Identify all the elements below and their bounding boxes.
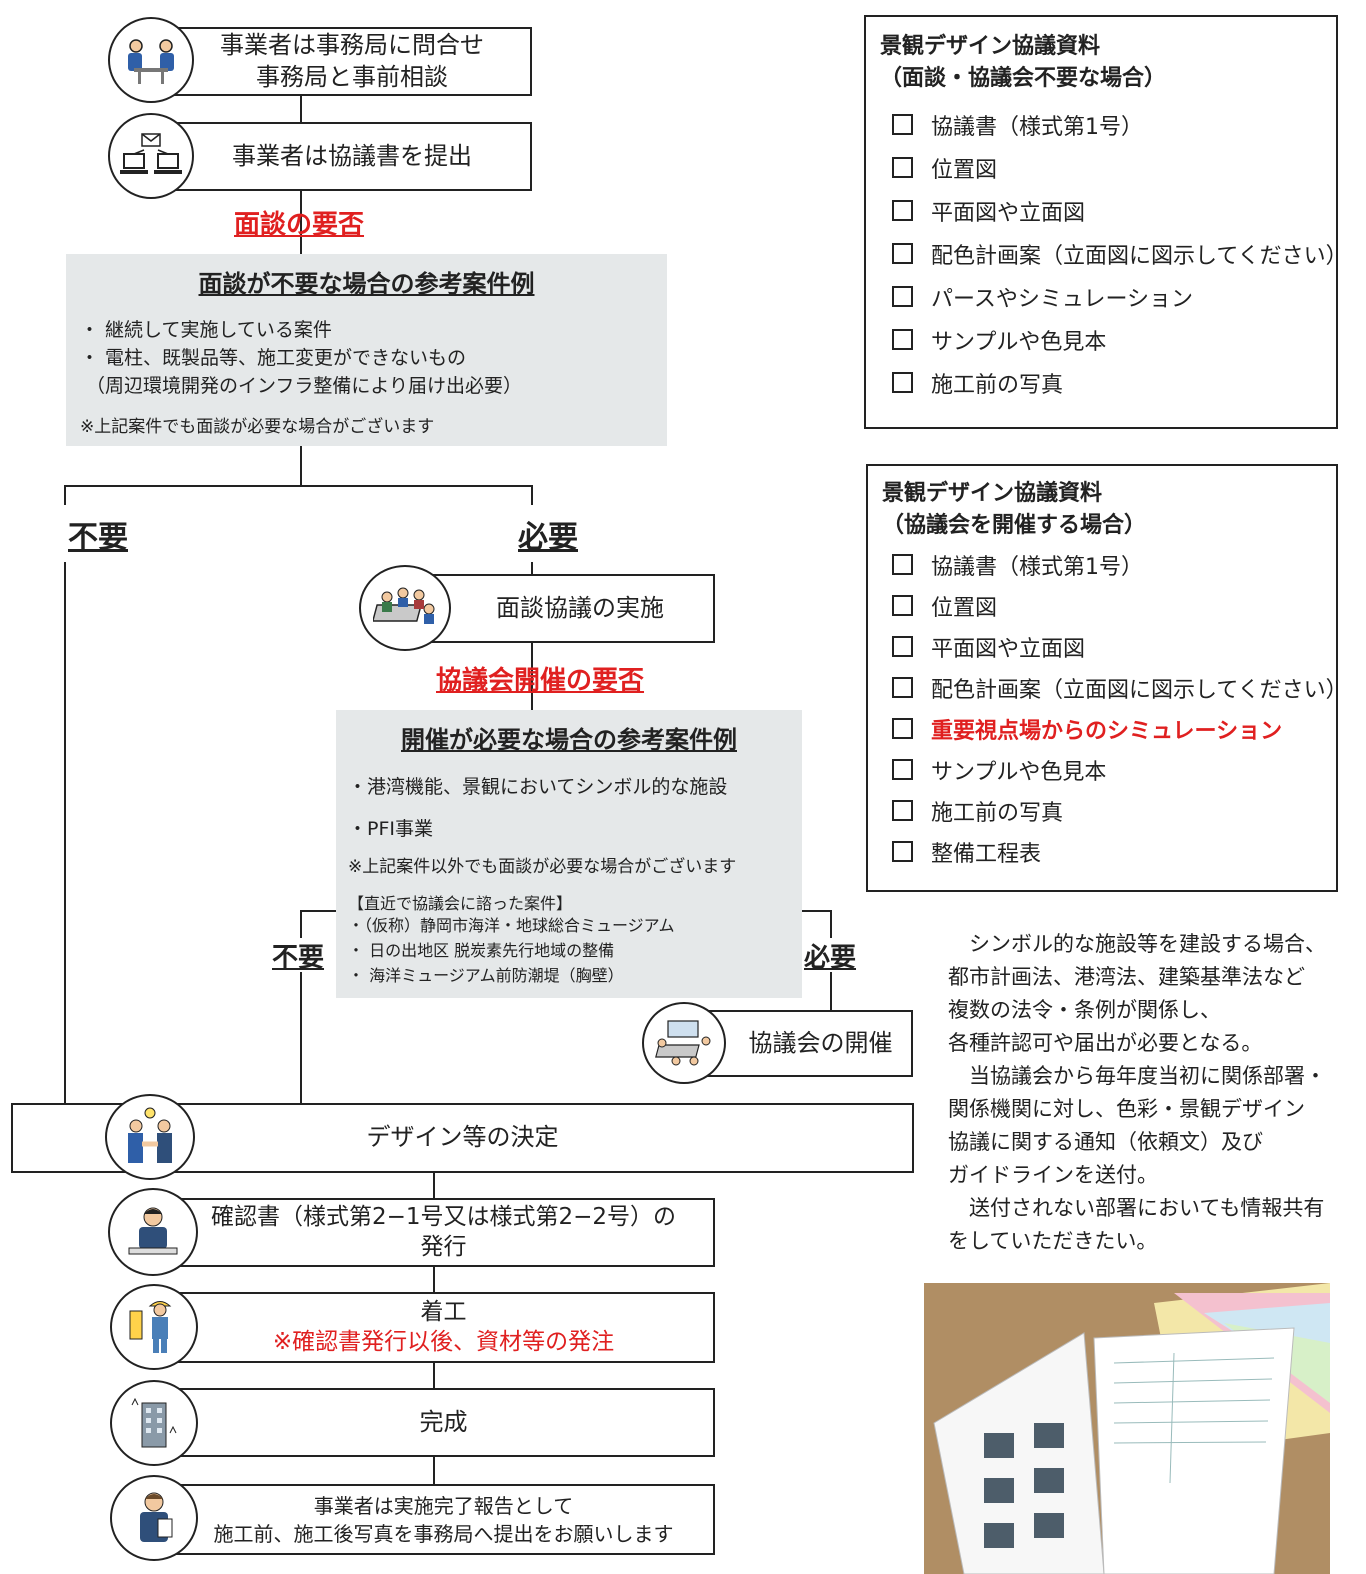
step-report-box: 事業者は実施完了報告として 施工前、施工後写真を事務局へ提出をお願いします: [172, 1484, 715, 1555]
step-submit-box: 事業者は協議書を提出: [172, 122, 532, 191]
council-examples-panel: 開催が必要な場合の参考案件例 ・港湾機能、景観においてシンボル的な施設 ・PFI…: [336, 710, 802, 998]
step-completion-label: 完成: [419, 1407, 468, 1436]
checkbox-icon: [892, 200, 913, 221]
recent-case-item: ・ 海洋ミュージアム前防潮堤（胸壁）: [348, 966, 624, 985]
interview-necessity-heading: 面談の要否: [234, 210, 365, 240]
step-report-line1: 事業者は実施完了報告として: [313, 1493, 574, 1518]
checkbox-icon: [892, 718, 913, 739]
computer-mail-icon: [108, 113, 194, 199]
checklist-no-meeting: 景観デザイン協議資料 （面談・協議会不要な場合） 協議書（様式第1号） 位置図 …: [864, 15, 1348, 429]
step-completion-box: 完成: [172, 1388, 715, 1457]
checklist-item: 整備工程表: [892, 831, 1338, 872]
council-examples-note: ※上記案件以外でも面談が必要な場合がございます: [348, 857, 737, 877]
building-icon: [110, 1380, 198, 1466]
step-council-label: 協議会の開催: [748, 1028, 893, 1057]
checkbox-icon: [892, 759, 913, 780]
step-certificate-line2: 発行: [420, 1233, 467, 1260]
checklist-with-council: 景観デザイン協議資料 （協議会を開催する場合） 協議書（様式第1号） 位置図 平…: [866, 464, 1348, 892]
council-example-item: ・PFI事業: [348, 818, 433, 840]
recent-cases-title: 【直近で協議会に諮った案件】: [348, 894, 573, 913]
interview-example-item: （周辺環境開発のインフラ整備により届け出必要）: [86, 375, 523, 397]
checklist-with-council-title: 景観デザイン協議資料: [882, 481, 1103, 506]
step-design-decision-label: デザイン等の決定: [366, 1123, 559, 1152]
checklist-item: 協議書（様式第1号）: [892, 103, 1338, 146]
checkbox-icon: [892, 286, 913, 307]
step-report-line2: 施工前、施工後写真を事務局へ提出をお願いします: [213, 1521, 674, 1546]
official-icon: [108, 1188, 198, 1276]
interview-example-item: ・ 継続して実施している案件: [80, 319, 332, 341]
checkbox-icon: [892, 636, 913, 657]
recent-case-item: ・ 日の出地区 脱炭素先行地域の整備: [348, 941, 615, 960]
step-certificate-box: 確認書（様式第2−1号又は様式第2−2号）の 発行: [172, 1198, 715, 1267]
consultation-icon: [108, 17, 194, 103]
branch2-not-needed-label: 不要: [272, 943, 325, 973]
step-inquiry-box: 事業者は事務局に問合せ 事務局と事前相談: [172, 27, 532, 96]
interview-examples-title: 面談が不要な場合の参考案件例: [198, 270, 535, 298]
council-examples-title: 開催が必要な場合の参考案件例: [401, 726, 737, 754]
interview-examples-panel: 面談が不要な場合の参考案件例 ・ 継続して実施している案件 ・ 電柱、既製品等、…: [66, 254, 667, 446]
checkbox-icon: [892, 157, 913, 178]
council-example-item: ・港湾機能、景観においてシンボル的な施設: [348, 776, 728, 798]
checklist-item-highlight: 重要視点場からのシミュレーション: [892, 708, 1338, 749]
step-certificate-line1: 確認書（様式第2−1号又は様式第2−2号）の: [210, 1203, 677, 1230]
checkbox-icon: [892, 800, 913, 821]
step-construction-note: ※確認書発行以後、資材等の発注: [272, 1328, 615, 1355]
recent-case-item: ・（仮称）静岡市海洋・地球総合ミュージアム: [348, 916, 675, 935]
checkbox-icon: [892, 372, 913, 393]
checkbox-icon: [892, 554, 913, 575]
checklist-item: 位置図: [892, 585, 1338, 626]
checklist-item: サンプルや色見本: [892, 318, 1338, 361]
checkbox-icon: [892, 677, 913, 698]
checklist-item: パースやシミュレーション: [892, 275, 1338, 318]
reporter-icon: [110, 1475, 198, 1561]
checklist-item: 平面図や立面図: [892, 189, 1338, 232]
checkbox-icon: [892, 595, 913, 616]
checklist-item: 平面図や立面図: [892, 626, 1338, 667]
checklist-item: 位置図: [892, 146, 1338, 189]
checkbox-icon: [892, 114, 913, 135]
step-interview-label: 面談協議の実施: [496, 593, 664, 622]
step-council-box: 協議会の開催: [690, 1010, 913, 1077]
checkbox-icon: [892, 243, 913, 264]
step-submit-label: 事業者は協議書を提出: [232, 141, 472, 170]
checklist-item: 協議書（様式第1号）: [892, 544, 1338, 585]
branch-not-needed-label: 不要: [68, 520, 128, 555]
checklist-item: 施工前の写真: [892, 361, 1338, 404]
checklist-no-meeting-title: 景観デザイン協議資料: [880, 34, 1101, 59]
step-construction-box: 着工 ※確認書発行以後、資材等の発注: [172, 1292, 715, 1363]
checkbox-icon: [892, 841, 913, 862]
meeting-icon: [359, 565, 451, 651]
branch-needed-label: 必要: [518, 520, 578, 555]
documents-photo: [924, 1283, 1330, 1574]
checklist-item: 配色計画案（立面図に図示してください）: [892, 232, 1348, 275]
handshake-icon: [105, 1094, 195, 1180]
step-interview-box: 面談協議の実施: [405, 574, 715, 643]
checklist-no-meeting-subtitle: （面談・協議会不要な場合）: [880, 66, 1167, 91]
branch2-needed-label: 必要: [804, 943, 857, 973]
interview-examples-note: ※上記案件でも面談が必要な場合がございます: [80, 417, 435, 437]
checklist-item: 施工前の写真: [892, 790, 1338, 831]
council-necessity-heading: 協議会開催の要否: [436, 666, 645, 696]
step-inquiry-line2: 事務局と事前相談: [256, 62, 448, 91]
council-meeting-icon: [642, 1002, 726, 1084]
step-inquiry-line1: 事業者は事務局に問合せ: [220, 31, 484, 60]
explanation-paragraph: シンボル的な施設等を建設する場合、 都市計画法、港湾法、建築基準法など 複数の法…: [948, 932, 1326, 1253]
checklist-item: 配色計画案（立面図に図示してください）: [892, 667, 1348, 708]
checkbox-icon: [892, 329, 913, 350]
construction-worker-icon: [110, 1284, 198, 1370]
step-construction-label: 着工: [420, 1298, 467, 1325]
checklist-with-council-subtitle: （協議会を開催する場合）: [882, 513, 1147, 538]
interview-example-item: ・ 電柱、既製品等、施工変更ができないもの: [80, 347, 467, 369]
checklist-item: サンプルや色見本: [892, 749, 1338, 790]
